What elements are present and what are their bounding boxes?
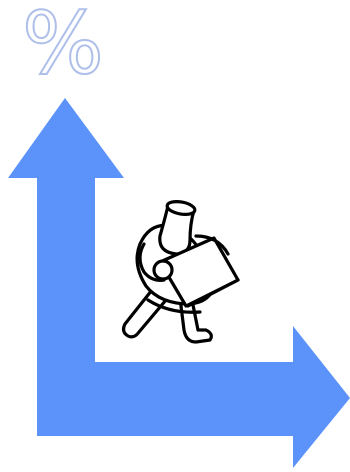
person-holding-document-icon	[124, 200, 238, 342]
